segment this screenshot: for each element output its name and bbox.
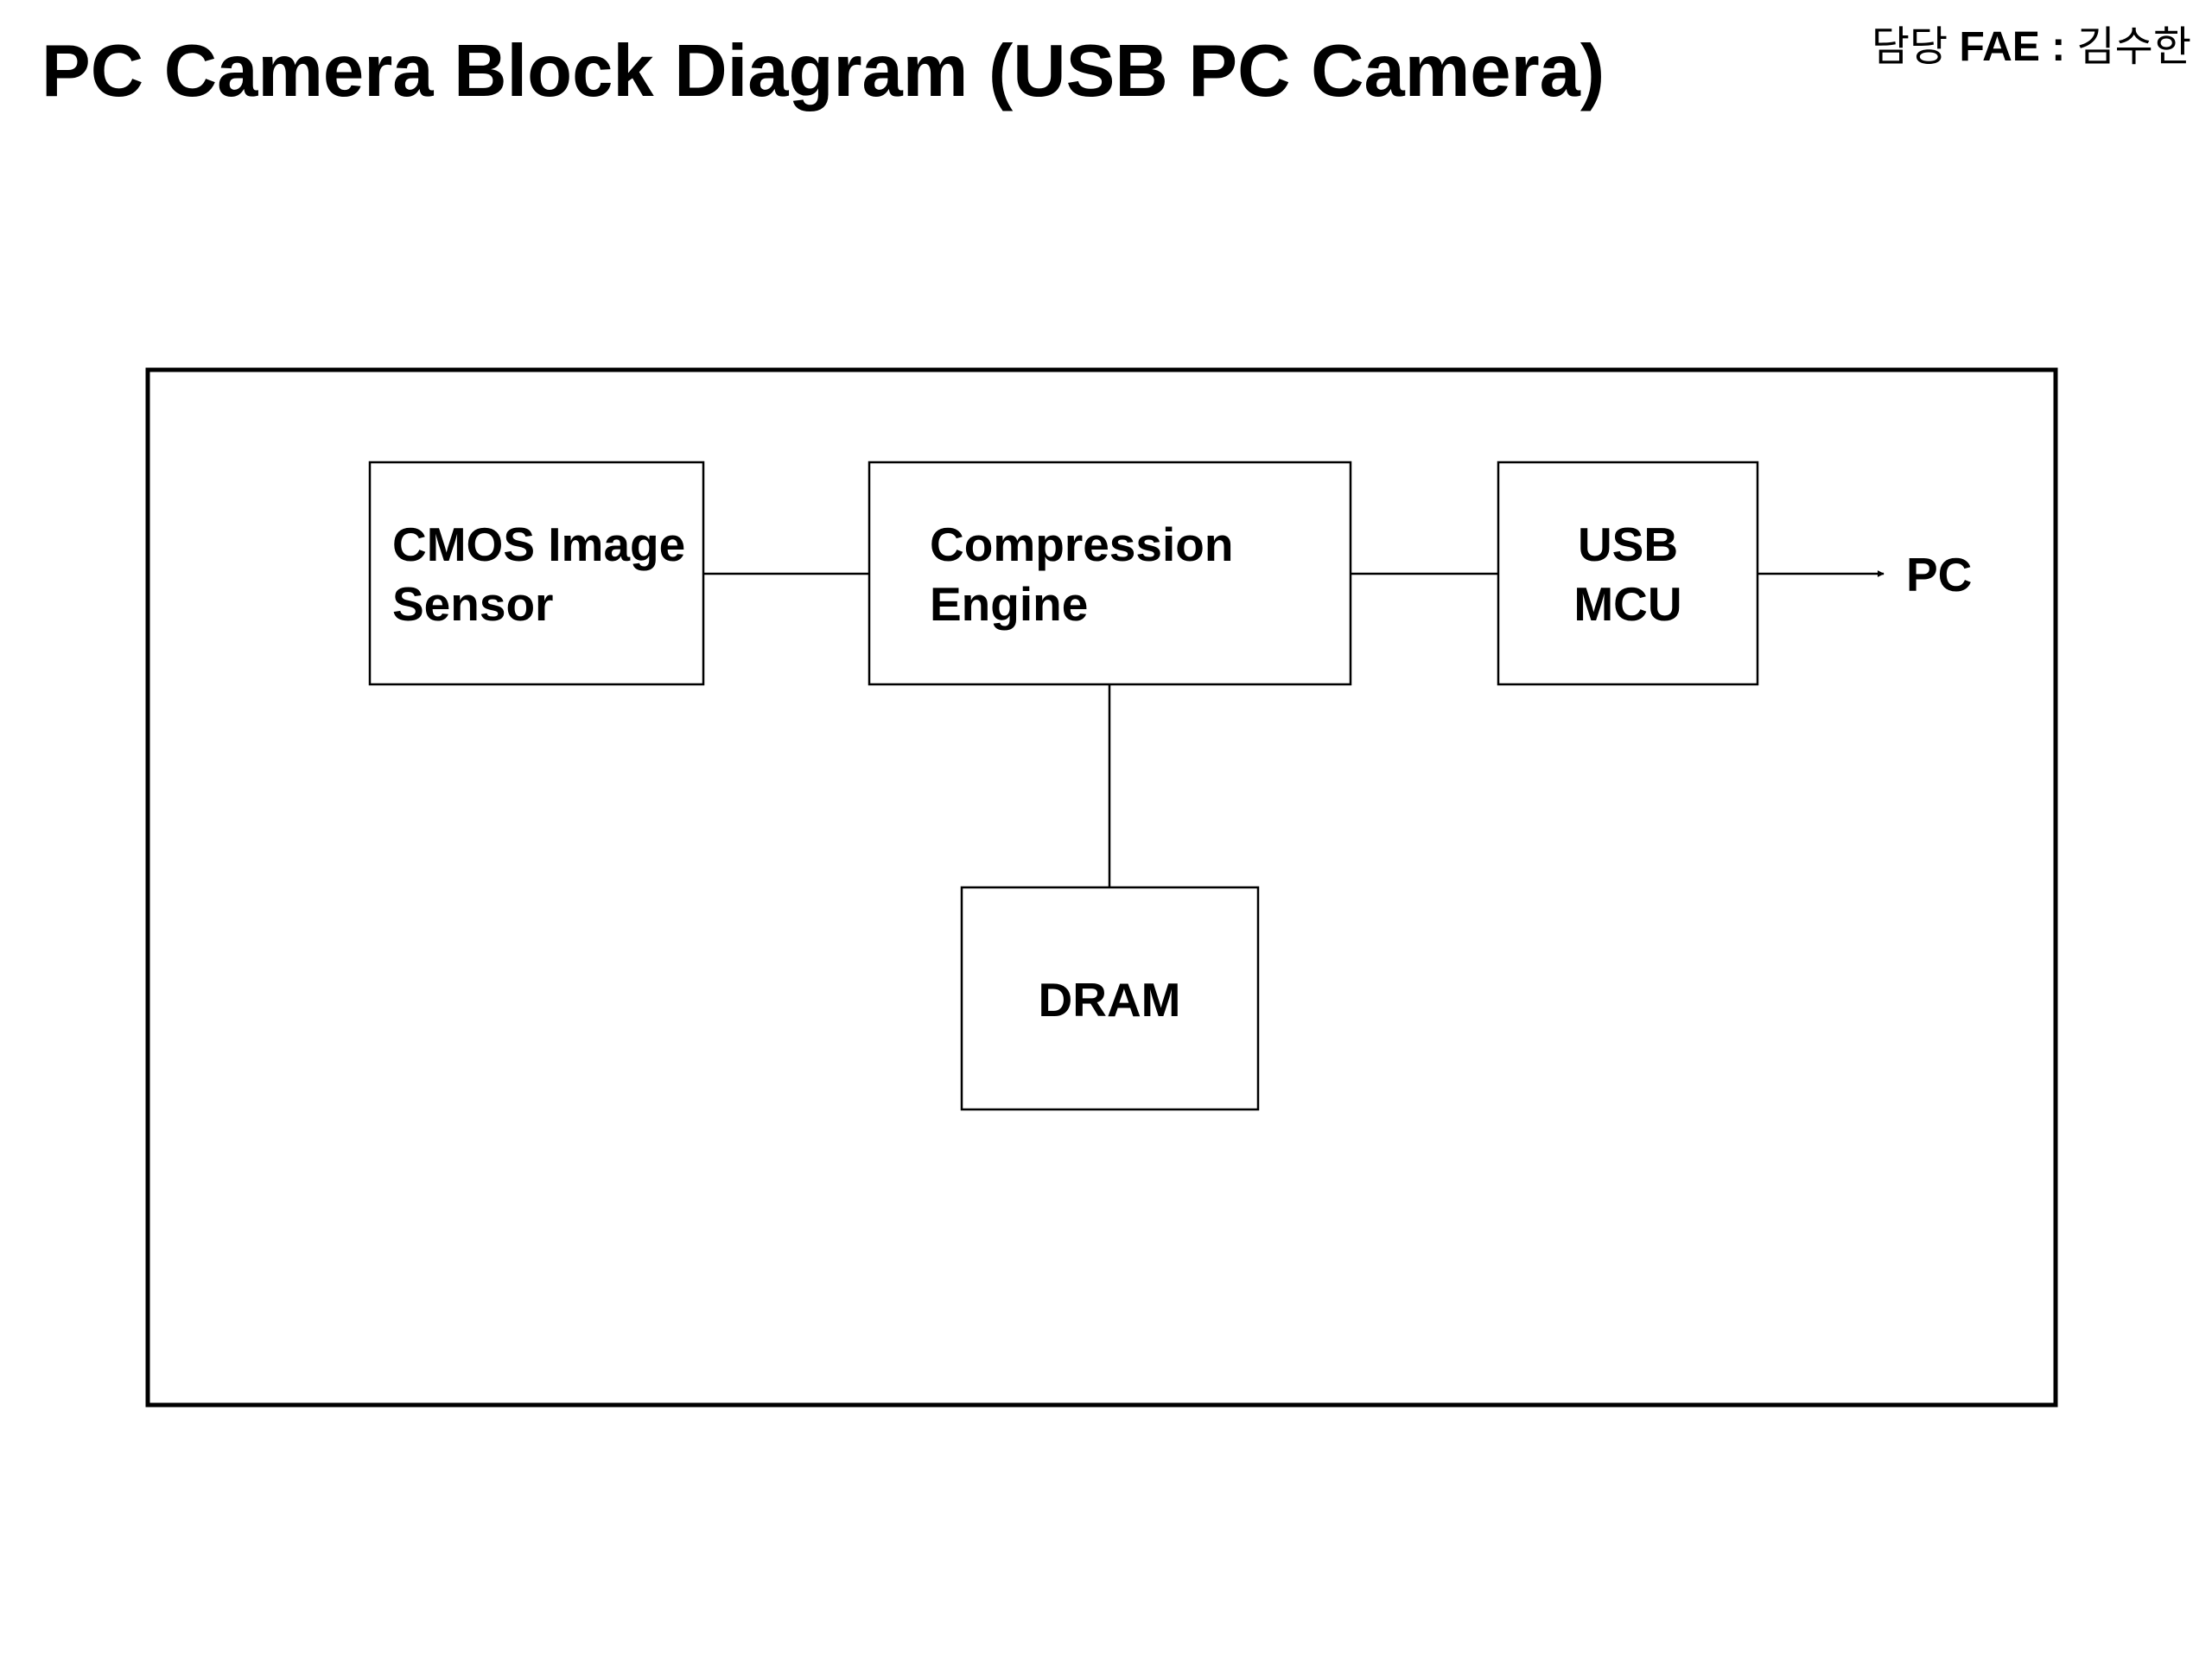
usb-mcu-box bbox=[1497, 461, 1759, 686]
fae-name: 김수한 bbox=[2076, 24, 2191, 70]
pc-output-label: PC bbox=[1906, 548, 1972, 601]
slide-title: PC Camera Block Diagram (USB PC Camera) bbox=[41, 30, 1605, 112]
usb-mcu-label-line2: MCU bbox=[1573, 577, 1681, 631]
cmos-label-line2: Sensor bbox=[392, 577, 553, 631]
dram-block: DRAM bbox=[960, 886, 1260, 1111]
compression-label-line2: Engine bbox=[930, 577, 1088, 631]
dram-box bbox=[960, 886, 1260, 1111]
cmos-image-sensor-block: CMOS Image Sensor bbox=[368, 461, 705, 686]
dram-label: DRAM bbox=[1039, 973, 1181, 1027]
usb-mcu-label-line1: USB bbox=[1578, 518, 1678, 571]
cmos-label-line1: CMOS Image bbox=[392, 518, 685, 571]
fae-key: FAE : bbox=[1959, 24, 2066, 70]
compression-label-line1: Compression bbox=[930, 518, 1233, 571]
fae-label: 담당 FAE : 김수한 bbox=[1872, 12, 2191, 73]
cmos-image-sensor-box bbox=[368, 461, 705, 686]
system-boundary-frame bbox=[145, 367, 2058, 1408]
compression-engine-box bbox=[868, 461, 1352, 686]
compression-engine-block: Compression Engine bbox=[868, 461, 1352, 686]
fae-prefix: 담당 bbox=[1871, 24, 1948, 70]
usb-mcu-block: USB MCU bbox=[1497, 461, 1759, 686]
